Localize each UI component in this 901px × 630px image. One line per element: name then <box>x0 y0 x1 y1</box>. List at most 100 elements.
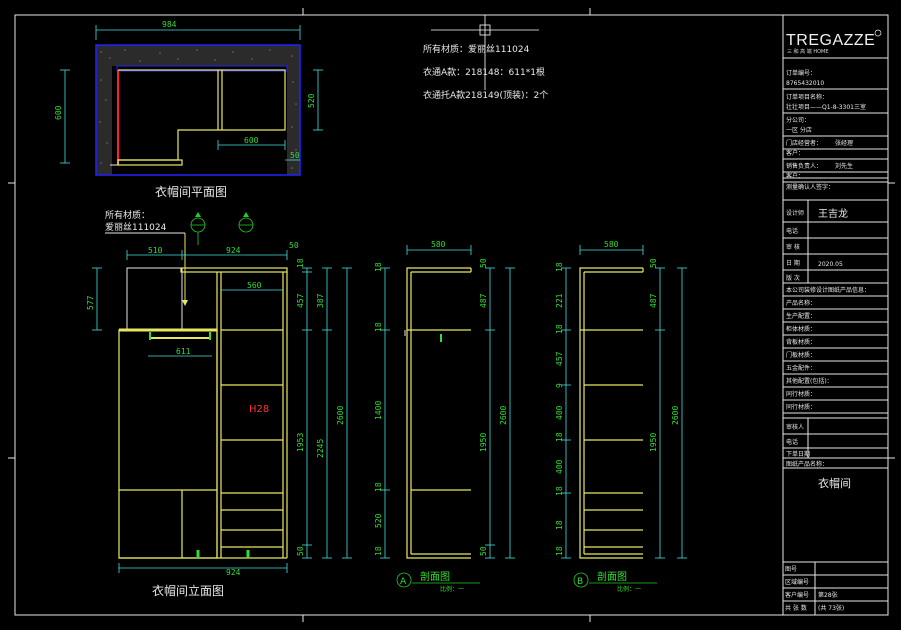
elev-dim-w1: 510 <box>148 246 163 255</box>
elev-dim-r4: 2245 <box>316 439 325 458</box>
section-b-view[interactable]: 580 18 221 18 457 9 400 18 400 18 18 18 … <box>555 240 687 593</box>
titleblock-value-1: 8765432010 <box>786 80 824 87</box>
survey-sign-label: 测量确认人签字： <box>786 183 834 191</box>
foot-value-2: 第28张 <box>818 591 838 599</box>
titleblock-label-0: 订单编号： <box>786 69 816 77</box>
plan-wall-hatch <box>96 45 300 175</box>
plan-dim-left: 600 <box>54 105 63 120</box>
elev-dim-r7: 387 <box>316 293 325 308</box>
foot-label-1: 区域编号 <box>785 578 809 586</box>
date-label: 日 期 <box>786 259 800 267</box>
date-value: 2020.05 <box>818 261 843 268</box>
spec-row-3: 柜体材质： <box>786 325 816 333</box>
spec-rows: 本公司装修设计图纸产品信息：产品名称：生产配置：柜体材质：背板材质：门板材质：五… <box>783 286 888 414</box>
audit-label: 审 核 <box>786 243 800 251</box>
sa-dim-r1: 50 <box>479 258 488 268</box>
sa-label: 剖面图 <box>420 570 450 583</box>
note-material: 所有材质：爱丽丝111024 <box>423 43 530 55</box>
spec-row-6: 五金配件： <box>786 364 816 372</box>
plan-dim-small: 50 <box>290 151 300 160</box>
section-marker-b[interactable] <box>238 212 254 233</box>
elev-dim-r6: 50 <box>296 546 305 556</box>
review-label: 审核人 <box>786 423 804 431</box>
drawing-name-label: 图纸产品名称： <box>786 460 828 468</box>
sb-dim-d10: 18 <box>555 520 564 530</box>
sb-dim-d8: 400 <box>555 459 564 474</box>
brand-logo: TREGAZZE 三 和 高 端 HOME <box>786 29 882 55</box>
titleblock-label-8: 销售负责人： <box>786 162 822 170</box>
crosshair-cursor <box>431 15 539 90</box>
sb-label: 剖面图 <box>597 570 627 583</box>
phone-label: 电话 <box>786 227 798 235</box>
sb-dim-d9: 18 <box>555 486 564 496</box>
registered-icon <box>874 29 882 37</box>
elev-dim-left: 577 <box>86 295 95 310</box>
plan-dim-right: 520 <box>307 93 316 108</box>
sb-dim-r4: 2600 <box>671 406 680 425</box>
elev-dim-inner: 560 <box>247 281 262 290</box>
order-date-label: 下单日期 <box>786 450 810 458</box>
foot-value-3: (共 73张) <box>818 604 844 612</box>
sa-dim-r5: 50 <box>479 546 488 556</box>
phone2-label: 电话 <box>786 438 798 446</box>
title-block[interactable]: TREGAZZE 三 和 高 端 HOME 订单编号： 8765432010 订单项… <box>782 14 889 616</box>
spec-row-4: 背板材质： <box>786 338 816 346</box>
titleblock-label-9: 客户： <box>786 172 804 180</box>
brand-sub: 三 和 高 端 HOME <box>787 48 829 55</box>
spec-row-7: 其他配置(包括)： <box>786 377 833 385</box>
sb-dim-r1: 50 <box>649 258 658 268</box>
titleblock-label-7: 客户： <box>786 149 804 157</box>
plan-wall-outline <box>95 44 301 176</box>
elevation-view[interactable]: 所有材质： 爱丽丝111024 <box>86 209 352 598</box>
titleblock-value-8: 刘先生 <box>835 162 853 170</box>
sa-dim-r3: 1950 <box>479 433 488 452</box>
sb-dim-d11: 18 <box>555 546 564 556</box>
brand-name: TREGAZZE <box>786 32 875 49</box>
sa-dim-d2: 18 <box>374 322 383 332</box>
foot-label-2: 客户编号 <box>785 591 809 599</box>
spec-row-2: 生产配置： <box>786 312 816 320</box>
sb-letter: B <box>577 577 583 587</box>
note-rod-bracket: 衣通托A款218149(顶装)：2个 <box>423 89 548 101</box>
sa-dim-r4: 2600 <box>499 406 508 425</box>
spec-row-9: 同行材质： <box>786 403 816 411</box>
note-rod: 衣通A款：218148：611*1根 <box>423 66 545 78</box>
elev-dim-w2: 924 <box>226 246 241 255</box>
sb-dim-d2: 221 <box>555 293 564 308</box>
foot-label-0: 图号 <box>785 566 797 573</box>
titleblock-value-3: 壮壮项目——Q1-8-3301三室 <box>786 103 866 111</box>
material-notes: 所有材质：爱丽丝111024 衣通A款：218148：611*1根 衣通托A款2… <box>423 43 548 101</box>
sa-letter: A <box>400 577 407 587</box>
section-a-view[interactable]: 580 18 18 1400 18 520 18 50 487 1950 50 … <box>374 240 515 593</box>
titleblock-value-5: 一区 分店 <box>786 126 812 134</box>
sb-dim-r2: 487 <box>649 293 658 308</box>
sa-dim-d6: 18 <box>374 546 383 556</box>
spec-row-1: 产品名称： <box>786 299 816 307</box>
wall-speckles <box>99 49 297 169</box>
sa-dim-d5: 520 <box>374 513 383 528</box>
titleblock-label-2: 订单项目名称： <box>786 93 828 101</box>
plan-dim-top: 984 <box>162 20 177 29</box>
drawing-name: 衣帽间 <box>818 476 851 490</box>
sb-dim-w: 580 <box>604 240 619 249</box>
sb-scale: 比例：一 <box>617 585 641 593</box>
elev-dim-r3: 1953 <box>296 433 305 452</box>
plan-view[interactable]: 984 600 520 600 50 衣帽间平面图 <box>54 20 323 199</box>
foot-label-3: 共 张 数 <box>785 604 807 612</box>
sa-dim-d3: 1400 <box>374 401 383 420</box>
sa-scale: 比例：一 <box>440 585 464 593</box>
sa-dim-d4: 18 <box>374 482 383 492</box>
elev-dim-r2: 457 <box>296 293 305 308</box>
elev-dim-bottom: 924 <box>226 568 241 577</box>
sb-dim-d3: 18 <box>555 324 564 334</box>
titleblock-rows: 订单编号：8765432010订单项目名称：壮壮项目——Q1-8-3301三室分… <box>783 69 888 183</box>
sa-dim-w: 580 <box>431 240 446 249</box>
elev-dim-r1: 18 <box>296 258 305 268</box>
plan-dim-inner: 600 <box>244 136 259 145</box>
elev-material-label: 所有材质： <box>105 209 150 221</box>
titleblock-value-6: 张经理 <box>835 139 853 147</box>
spec-row-8: 同行材质： <box>786 390 816 398</box>
section-marker-a[interactable] <box>190 212 206 245</box>
version-label: 版 次 <box>786 274 800 282</box>
